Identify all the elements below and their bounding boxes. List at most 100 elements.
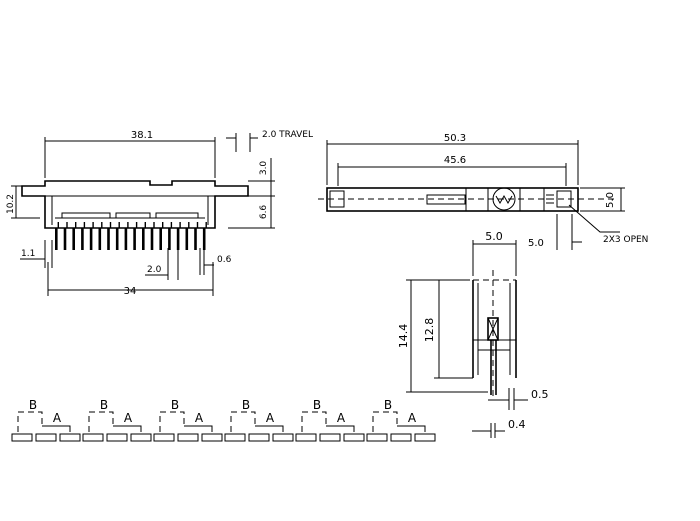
- pin-tab: [101, 222, 103, 228]
- contact-pad: [295, 433, 317, 442]
- label-a: A: [337, 411, 346, 425]
- label-b: B: [171, 398, 179, 412]
- contact-pad: [153, 433, 175, 442]
- position-a-bracket: [326, 425, 355, 432]
- pin: [115, 228, 119, 250]
- contact-pad: [201, 433, 223, 442]
- pin: [168, 228, 171, 250]
- position-b-bracket: [159, 411, 185, 432]
- pin: [185, 228, 189, 250]
- contact-pad: [414, 433, 436, 442]
- position-b-bracket: [88, 411, 114, 432]
- pin-tab: [144, 222, 146, 228]
- position-a-bracket: [113, 425, 142, 432]
- pin: [63, 228, 67, 250]
- position-a-bracket: [184, 425, 213, 432]
- top-view: 50.3 45.6 5.0 5.0 2X3 OPEN: [318, 133, 648, 250]
- position-b-bracket: [301, 411, 327, 432]
- contact-pad: [59, 433, 81, 442]
- pin-tab: [75, 222, 77, 228]
- pin: [194, 228, 197, 250]
- pin-tab: [170, 222, 173, 228]
- pin-tab: [196, 222, 199, 228]
- dim-travel: 2.0 TRAVEL: [262, 130, 313, 140]
- label-a: A: [195, 411, 204, 425]
- position-a-bracket: [42, 425, 71, 432]
- switch-group: BA: [11, 398, 81, 442]
- pin-tab: [135, 222, 138, 228]
- front-body-outline: [21, 180, 249, 229]
- label-a: A: [53, 411, 62, 425]
- contact-pad: [130, 433, 152, 442]
- contact-pad: [177, 433, 199, 442]
- dim-height-upper: 3.0: [259, 161, 269, 176]
- contact-pad: [366, 433, 388, 442]
- dim-height-lower: 6.6: [259, 205, 269, 220]
- dim-pin-thickness: 0.5: [531, 388, 549, 401]
- pin-tab: [127, 222, 129, 228]
- switch-group: BA: [295, 398, 365, 442]
- pin-tab: [109, 222, 112, 228]
- contact-pad: [343, 433, 365, 442]
- contact-pad: [390, 433, 412, 442]
- dim-side-width: 5.0: [485, 230, 503, 243]
- dim-length-inner: 45.6: [444, 155, 466, 166]
- pin: [159, 228, 162, 250]
- position-b-bracket: [372, 411, 398, 432]
- position-b-bracket: [17, 411, 43, 432]
- contact-pad: [106, 433, 128, 442]
- dim-width-top: 38.1: [131, 130, 153, 141]
- pin: [176, 228, 180, 250]
- hole-note: 2X3 OPEN: [603, 235, 648, 245]
- dim-pin-width: 0.6: [217, 255, 232, 265]
- pin: [107, 228, 110, 250]
- front-view: 38.1 2.0 TRAVEL 10.2 3.0 6.6 1.1 2.0: [6, 130, 313, 297]
- label-b: B: [29, 398, 37, 412]
- contact-pad: [35, 433, 57, 442]
- label-b: B: [384, 398, 392, 412]
- pin-tab: [118, 222, 120, 228]
- contact-pad: [82, 433, 104, 442]
- pin-tab: [188, 222, 190, 228]
- pin-tab: [92, 222, 94, 228]
- pin: [124, 228, 128, 250]
- pin-tab: [179, 222, 181, 228]
- dim-length-total: 50.3: [444, 133, 466, 144]
- dim-height-total: 10.2: [6, 194, 16, 214]
- position-b-bracket: [230, 411, 256, 432]
- position-a-bracket: [397, 425, 426, 432]
- pin: [142, 228, 145, 250]
- front-pins: [55, 222, 207, 250]
- pin: [81, 228, 84, 250]
- dim-side-height-body: 12.8: [423, 318, 436, 343]
- label-b: B: [242, 398, 250, 412]
- pin: [133, 228, 136, 250]
- pin: [89, 228, 93, 250]
- dim-mount-width: 5.0: [528, 238, 544, 249]
- dim-side-height-total: 14.4: [397, 324, 410, 349]
- pin: [202, 228, 206, 250]
- switch-group: BA: [82, 398, 152, 442]
- contact-pad: [11, 433, 33, 442]
- dim-side-pin-width: 0.4: [508, 418, 526, 431]
- contact-pad: [224, 433, 246, 442]
- label-b: B: [313, 398, 321, 412]
- label-a: A: [266, 411, 275, 425]
- pin-tab: [83, 222, 86, 228]
- pin-tab: [153, 222, 155, 228]
- pin: [98, 228, 102, 250]
- switch-group: BA: [224, 398, 294, 442]
- dim-height: 5.0: [605, 192, 616, 208]
- label-a: A: [124, 411, 133, 425]
- switch-group: BA: [153, 398, 223, 442]
- contact-pad: [272, 433, 294, 442]
- pin-tab: [205, 222, 207, 228]
- position-a-bracket: [255, 425, 284, 432]
- pin: [55, 228, 58, 250]
- pin: [150, 228, 154, 250]
- pin-tab: [66, 222, 68, 228]
- pin-tab: [162, 222, 164, 228]
- pin: [72, 228, 75, 250]
- dim-pin-offset: 1.1: [21, 249, 35, 259]
